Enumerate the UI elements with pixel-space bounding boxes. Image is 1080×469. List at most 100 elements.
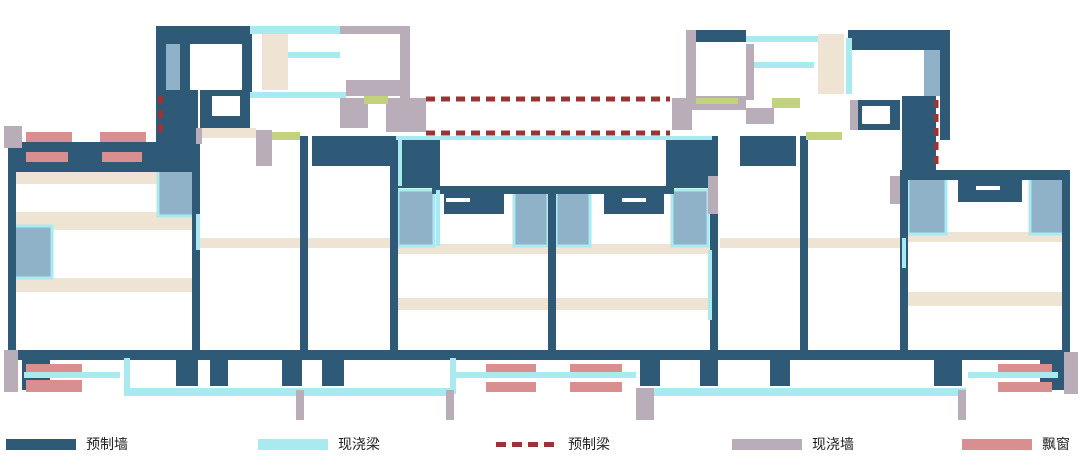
cast-wall-22 [850,100,858,130]
legend-precast-beam: 预制梁 [496,434,610,454]
cast-wall-7 [958,390,966,420]
precast-wall-9 [800,136,808,358]
precast-wall-18 [242,26,252,94]
precast-wall-37 [640,358,660,386]
precast-wall-14 [156,26,166,144]
cast-wall-21 [196,128,202,144]
precast-wall-21 [432,186,674,194]
cast-beam-9 [288,52,340,58]
bay-window-4 [102,152,142,162]
legend-swatch-precast-beam [496,441,554,447]
cast-beam-6 [456,372,636,378]
bay-window-10 [570,382,622,392]
precast-wall-20 [666,136,710,188]
cast-wall-4 [296,390,304,420]
cast-wall-12 [386,98,426,132]
legend-swatch-bay-window [962,438,1032,450]
glass-panel-4 [512,188,550,248]
legend-precast-wall: 预制墙 [6,434,128,454]
cast-beam-14 [398,136,402,186]
partition-12 [200,128,256,138]
green-accent-4 [772,98,800,108]
cast-beam-11 [746,36,818,42]
legend-cast-beam: 现浇梁 [258,434,380,454]
bay-window-12 [998,382,1052,392]
precast-wall-8 [710,136,718,358]
cast-beam-4 [450,358,456,394]
precast-wall-35 [282,358,302,386]
cast-wall-2 [4,350,18,392]
precast-wall-28 [940,30,950,140]
cast-wall-13 [686,30,696,100]
cast-wall-3 [1064,352,1078,394]
bay-window-9 [570,364,622,372]
glass-panel-5 [554,188,592,248]
precast-wall-2 [8,142,16,356]
legend-label-cast-wall: 现浇墙 [812,437,854,453]
cast-beam-15 [436,190,440,246]
glass-panel-6 [670,188,710,248]
green-accent-2 [272,132,300,140]
legend-label-cast-beam: 现浇梁 [338,437,380,453]
precast-wall-12 [900,170,1070,180]
green-accent-5 [696,98,738,104]
precast-wall-25 [444,192,504,214]
bay-window-8 [486,382,536,392]
precast-wall-36 [322,358,344,386]
glass-panel-7 [906,176,948,236]
cast-wall-14 [746,44,754,100]
partition-8 [908,292,1064,306]
legend-label-precast-wall: 预制墙 [86,437,128,453]
cast-beam-1 [124,388,454,396]
cast-wall-5 [446,390,454,420]
legend-bay-window: 飘窗 [962,434,1070,454]
cast-beam-8 [250,26,346,34]
precast-wall-22 [312,136,390,166]
precast-wall-24 [604,192,664,214]
precast-wall-33 [176,358,198,386]
green-accent-3 [806,132,842,140]
precast-wall-7 [548,186,556,358]
glass-panel-3 [396,188,436,248]
cast-wall-18 [256,130,272,166]
partition-9 [908,232,1064,242]
precast-wall-5 [300,136,308,358]
partition-11 [818,34,844,94]
opening-3 [976,186,1000,190]
precast-wall-16 [166,90,198,144]
cast-wall-6 [636,388,654,420]
cast-wall-19 [890,176,900,204]
cast-wall-8 [340,26,408,34]
cast-wall-9 [400,26,410,130]
legend-label-bay-window: 飘窗 [1042,437,1070,453]
precast-wall-31 [686,30,746,42]
partition-10 [262,30,288,90]
opening-2 [622,198,646,202]
bay-window-5 [26,364,82,372]
bay-window-7 [486,364,536,372]
opening-4 [212,96,240,116]
opening-1 [446,198,470,202]
partition-3 [12,170,160,184]
cast-wall-1 [4,126,22,148]
cast-beam-19 [396,136,712,140]
cast-beam-2 [640,388,966,396]
precast-wall-30 [902,96,936,172]
cast-wall-11 [340,98,368,128]
cast-beam-13 [846,38,852,94]
opening-5 [862,106,890,124]
precast-wall-19 [398,136,440,188]
glass-panel-8 [1028,176,1066,236]
precast-wall-11 [1062,170,1070,358]
cast-beam-16 [196,214,200,250]
cast-beam-3 [124,358,130,390]
legend-swatch-cast-beam [258,438,328,450]
precast-wall-34 [210,358,228,386]
precast-wall-38 [700,358,718,386]
cast-beam-12 [752,62,814,68]
cast-wall-16 [672,98,692,130]
precast-wall-15 [180,26,190,92]
green-accent-1 [364,96,388,104]
